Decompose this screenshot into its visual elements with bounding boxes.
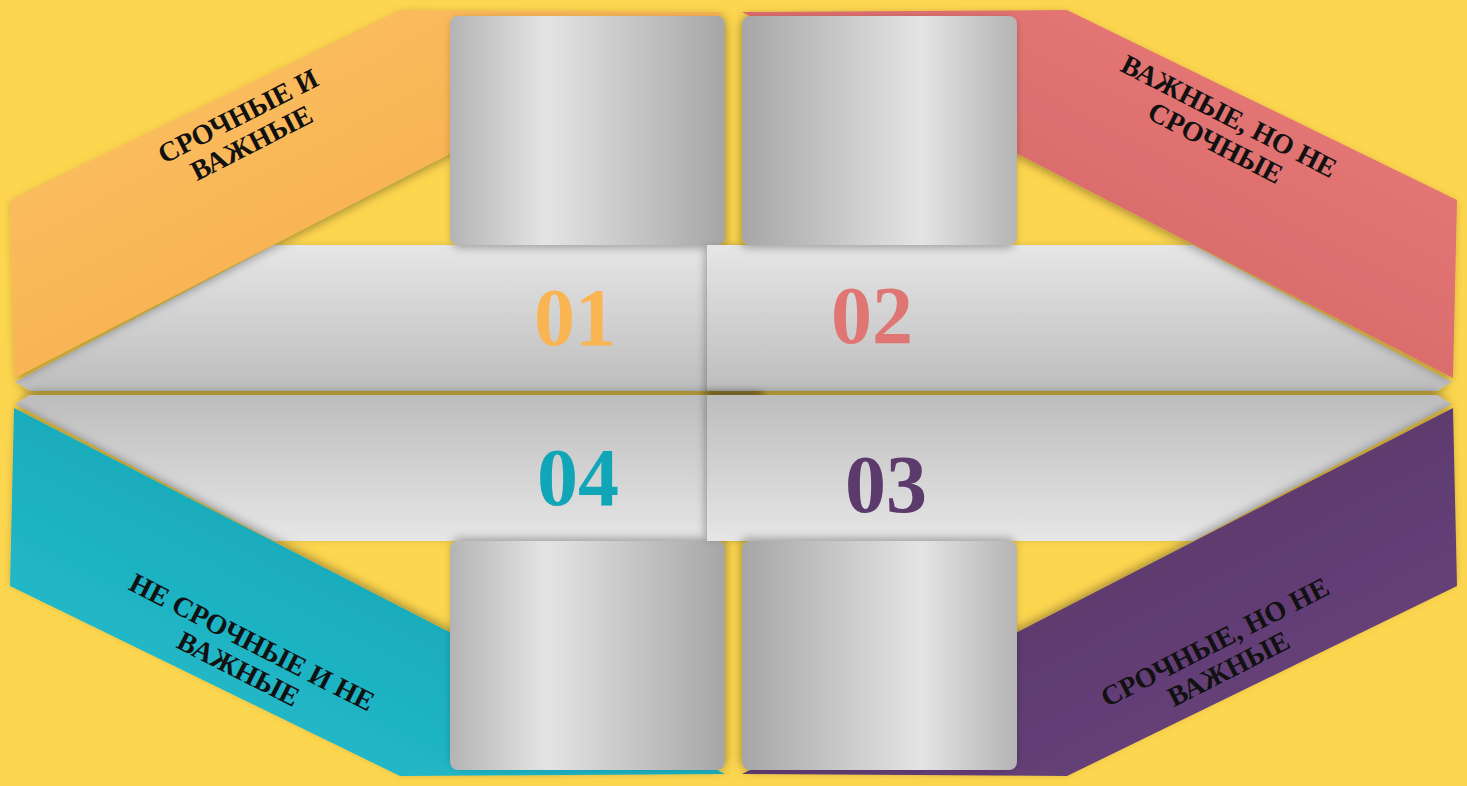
quadrant-number: 02	[831, 275, 913, 357]
quadrant-ribbon: СРОЧНЫЕ, НО НЕ ВАЖНЫЕ03	[734, 393, 1467, 786]
number-holder: 02	[831, 275, 913, 357]
quadrant-ribbon: ВАЖНЫЕ, НО НЕ СРОЧНЫЕ02	[734, 0, 1467, 393]
quadrant-number: 04	[537, 437, 619, 519]
number-holder: 03	[845, 444, 927, 526]
number-holder: 01	[534, 277, 616, 359]
quadrant-ribbon: НЕ СРОЧНЫЕ И НЕ ВАЖНЫЕ04	[0, 393, 733, 786]
quadrant-number: 01	[534, 277, 616, 359]
ribbon-shape	[734, 393, 1467, 786]
ribbon-shape	[0, 0, 733, 393]
quadrant-number: 03	[845, 444, 927, 526]
quadrant-ribbon: СРОЧНЫЕ И ВАЖНЫЕ01	[0, 0, 733, 393]
ribbon-shape	[0, 393, 733, 786]
number-holder: 04	[537, 437, 619, 519]
